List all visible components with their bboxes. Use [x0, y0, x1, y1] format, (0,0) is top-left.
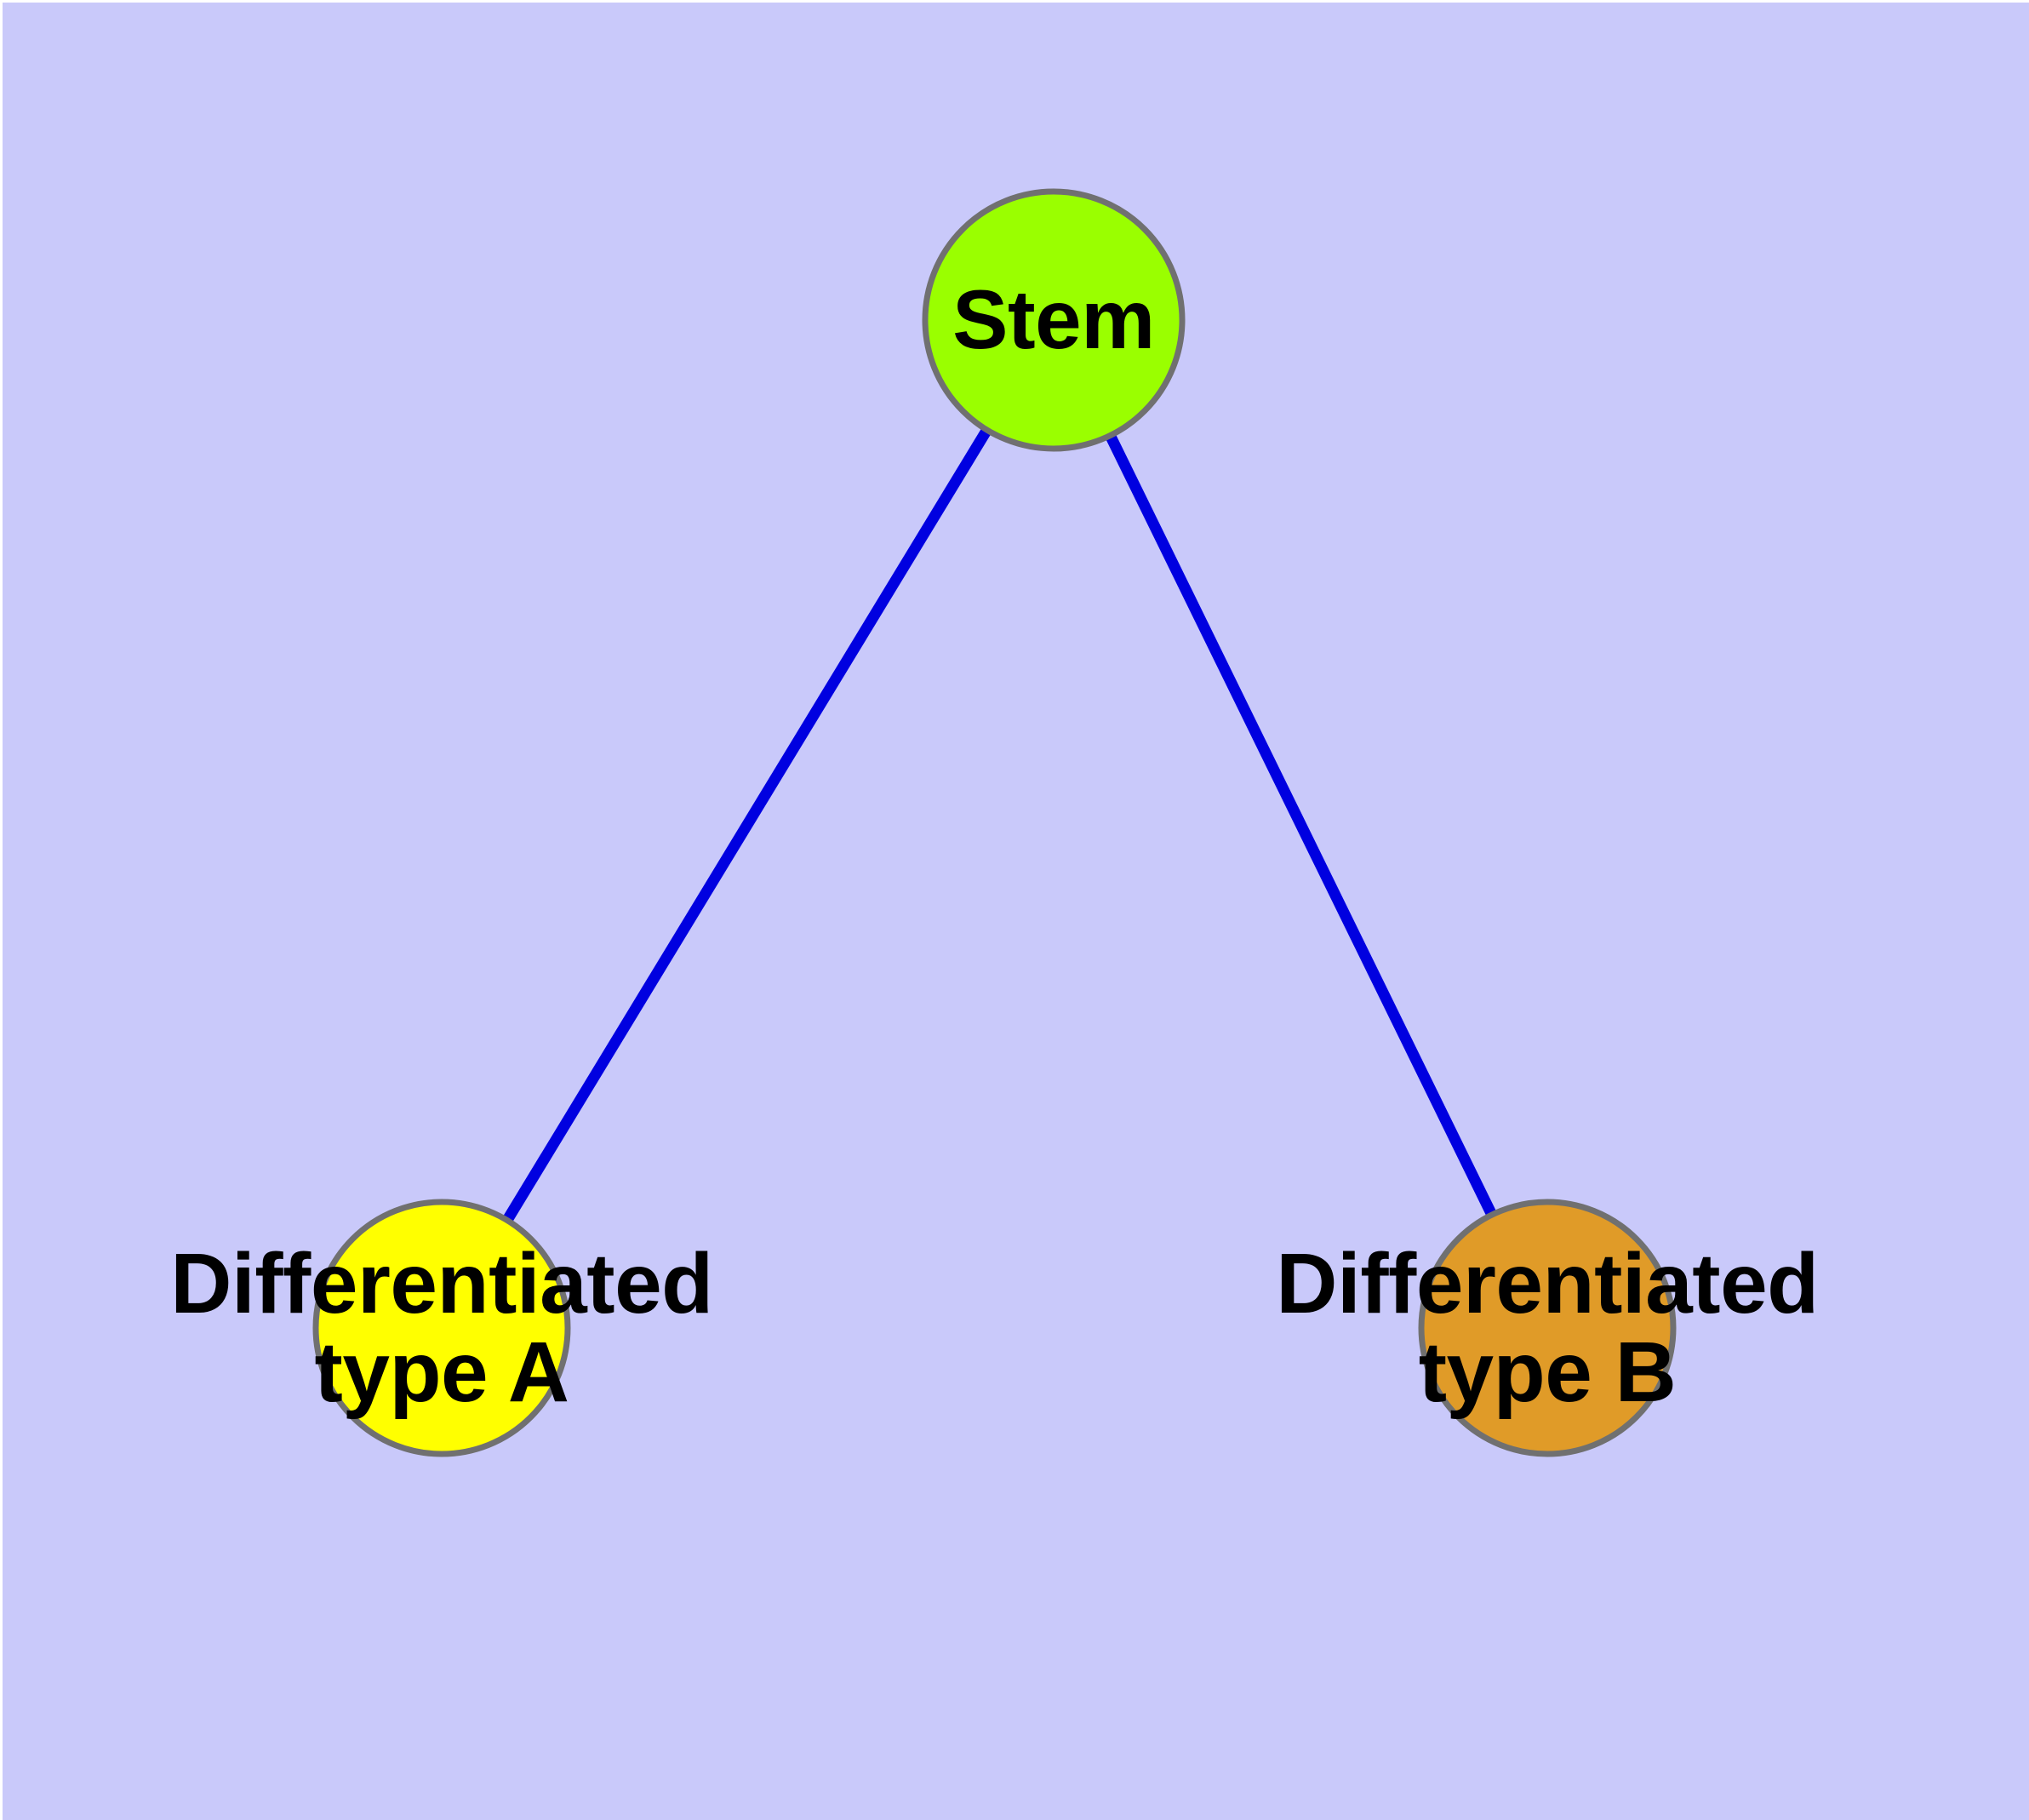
edge-layer — [437, 317, 1552, 1331]
edge-stem-to-diff-a — [437, 317, 1059, 1331]
node-layer — [312, 188, 1677, 1457]
node-differentiated-type-b[interactable] — [1418, 1199, 1677, 1457]
node-stem[interactable] — [922, 188, 1186, 452]
node-differentiated-type-a[interactable] — [312, 1199, 571, 1457]
edge-stem-to-diff-b — [1049, 318, 1552, 1331]
